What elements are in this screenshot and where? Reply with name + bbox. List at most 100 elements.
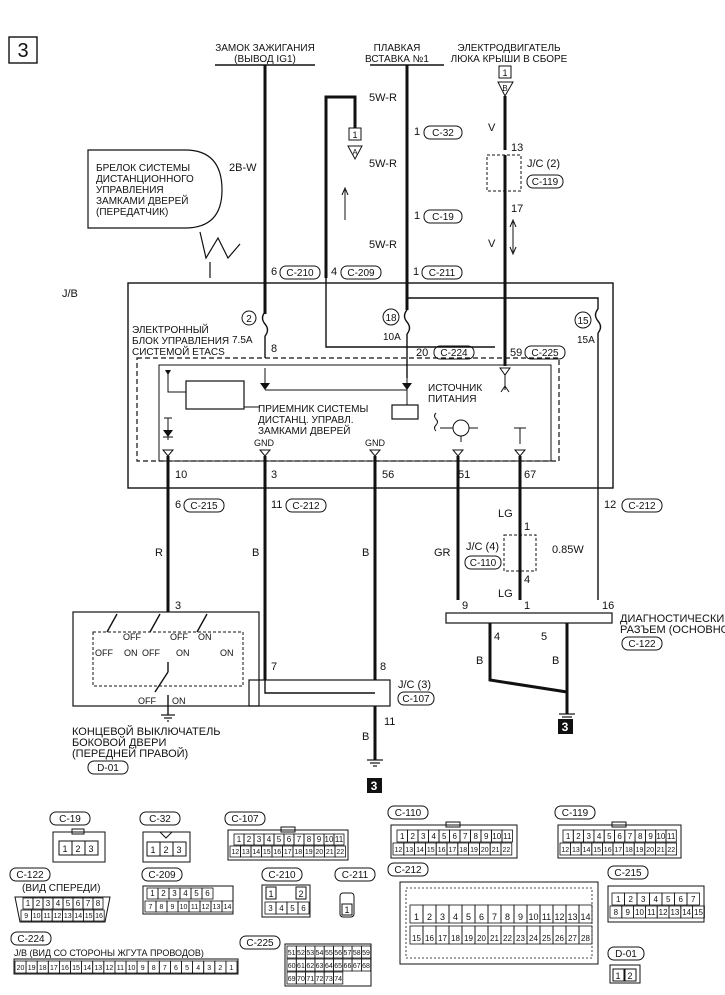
diag-pin-1: 1 — [524, 600, 530, 612]
connector-pin-number: 20 — [481, 847, 489, 854]
door-switch-label-1: КОНЦЕВОЙ ВЫКЛЮЧАТЕЛЬ — [72, 725, 221, 738]
receiver-line-1: ПРИЕМНИК СИСТЕМЫ — [258, 404, 368, 415]
connector-pin-number: 57 — [344, 950, 352, 957]
connector-view-c224: C-224 J/B (ВИД СО СТОРОНЫ ЖГУТА ПРОВОДОВ… — [10, 931, 239, 975]
connector-pin-number: 4 — [654, 895, 659, 904]
connector-pin-number: 10 — [492, 832, 501, 841]
d01-label: D-01 — [97, 763, 119, 774]
ignition-label-1: ЗАМОК ЗАЖИГАНИЯ — [215, 43, 315, 54]
page-number-box — [8, 36, 38, 64]
connector-pin-cell — [92, 897, 104, 910]
connector-pin-number: 7 — [628, 832, 633, 841]
svg-text:C-110: C-110 — [395, 808, 422, 819]
loop-ref-pin: 1 — [352, 130, 357, 140]
connector-pin-number: 18 — [459, 847, 467, 854]
c225-label: C-225 — [531, 348, 559, 359]
connector-pin-number: 3 — [641, 895, 646, 904]
connector-pin-number: 11 — [647, 908, 656, 917]
fuse2-icon — [261, 311, 269, 337]
svg-text:C-225: C-225 — [246, 938, 274, 949]
c224-label: C-224 — [440, 348, 468, 359]
diag-b2-color: B — [552, 655, 559, 667]
connector-pin-number: 2 — [218, 965, 222, 972]
diag-label-2: РАЗЪЕМ (ОСНОВНОЙ) — [620, 623, 725, 636]
jc3-label: J/C (3) — [398, 679, 431, 691]
connector-pin-number: 22 — [503, 847, 511, 854]
connector-pin-number: 19 — [470, 847, 478, 854]
connector-view-c32: C-32 1 2 3 — [139, 811, 191, 863]
c209-label: C-209 — [347, 268, 375, 279]
connector-pin-number: 52 — [297, 950, 305, 957]
jc4-out-pin: 4 — [524, 574, 530, 586]
fuse18-icon — [403, 309, 411, 335]
connector-pin-number: 3 — [421, 832, 426, 841]
connector-pin-cell — [692, 905, 705, 919]
diag-pin-16: 16 — [602, 600, 614, 612]
connector-pin-number: 7 — [691, 895, 696, 904]
connector-pin-number: 20 — [315, 849, 323, 856]
svg-text:C-211: C-211 — [342, 870, 369, 881]
c211-label: C-211 — [429, 268, 456, 279]
receiver-block — [185, 380, 245, 410]
connector-pin-number: 9 — [625, 908, 630, 917]
connector-pin-number: 72 — [316, 976, 324, 983]
connector-pin-number: 7 — [86, 899, 91, 908]
connector-pin-number: 28 — [581, 934, 590, 943]
svg-text:1: 1 — [150, 845, 155, 855]
connector-pin-number: 9 — [141, 965, 145, 972]
connector-pin-number: 54 — [316, 950, 324, 957]
connector-pin-number: 8 — [474, 832, 479, 841]
connector-pin-cell — [360, 958, 372, 972]
connector-pin-number: 11 — [43, 913, 50, 920]
wire-gr-color: GR — [434, 547, 451, 559]
connector-pin-number: 20 — [477, 934, 486, 943]
connector-pin-number: 10 — [528, 912, 538, 922]
svg-text:C-32: C-32 — [149, 814, 171, 825]
connector-pin-number: 3 — [257, 835, 262, 844]
etacs-out-67: 67 — [524, 469, 536, 481]
connector-pin-number: 5 — [277, 835, 282, 844]
connector-pin-number: 12 — [231, 849, 239, 856]
connector-pin-number: 8 — [505, 912, 510, 922]
connector-pin-number: 3 — [268, 904, 273, 913]
sunroof-ref: B — [502, 84, 507, 93]
connector-pin-number: 13 — [64, 913, 72, 920]
power-supply-block — [391, 404, 419, 420]
connector-pin-number: 13 — [242, 849, 250, 856]
fuse18-rating: 10A — [383, 332, 401, 343]
c211-pin: 1 — [413, 266, 419, 278]
etacs-out-3: 3 — [271, 469, 277, 481]
connector-pin-number: 1 — [26, 899, 31, 908]
connector-pin-number: 25 — [542, 934, 551, 943]
connector-pin-number: 6 — [205, 889, 210, 898]
connector-pin-number: 12 — [105, 965, 113, 972]
connector-pin-cell — [665, 842, 678, 856]
diag-pin-5: 5 — [541, 631, 547, 643]
connector-pin-number: 66 — [344, 963, 352, 970]
connector-pin-cell — [500, 842, 513, 856]
c224-pin: 20 — [416, 347, 428, 359]
fl-color-2: 5W-R — [369, 158, 397, 170]
connector-pin-number: 27 — [568, 934, 577, 943]
connector-pin-number: 2 — [36, 899, 41, 908]
connector-pin-number: 64 — [325, 963, 333, 970]
connector-pin-number: 2 — [629, 895, 634, 904]
sunroof-label-1: ЭЛЕКТРОДВИГАТЕЛЬ — [457, 43, 561, 54]
connector-pin-number: 69 — [288, 976, 296, 983]
c32-label: C-32 — [432, 128, 454, 139]
connector-pin-number: 6 — [453, 832, 458, 841]
connector-view-d01: D-01 1 2 — [607, 946, 645, 984]
receiver-line-2: ДИСТАНЦ. УПРАВЛ. — [258, 415, 354, 426]
connector-pin-cell — [578, 925, 593, 945]
connector-pin-number: 7 — [297, 835, 302, 844]
connector-pin-cell — [578, 904, 593, 924]
connector-pin-number: 12 — [554, 912, 564, 922]
ground-ref-box-2 — [367, 778, 382, 793]
connector-pin-number: 4 — [453, 912, 458, 922]
transmitter-line-5: (ПЕРЕДАТЧИК) — [96, 207, 168, 218]
door-on-1: ON — [124, 648, 138, 658]
connector-pin-number: 14 — [580, 912, 590, 922]
